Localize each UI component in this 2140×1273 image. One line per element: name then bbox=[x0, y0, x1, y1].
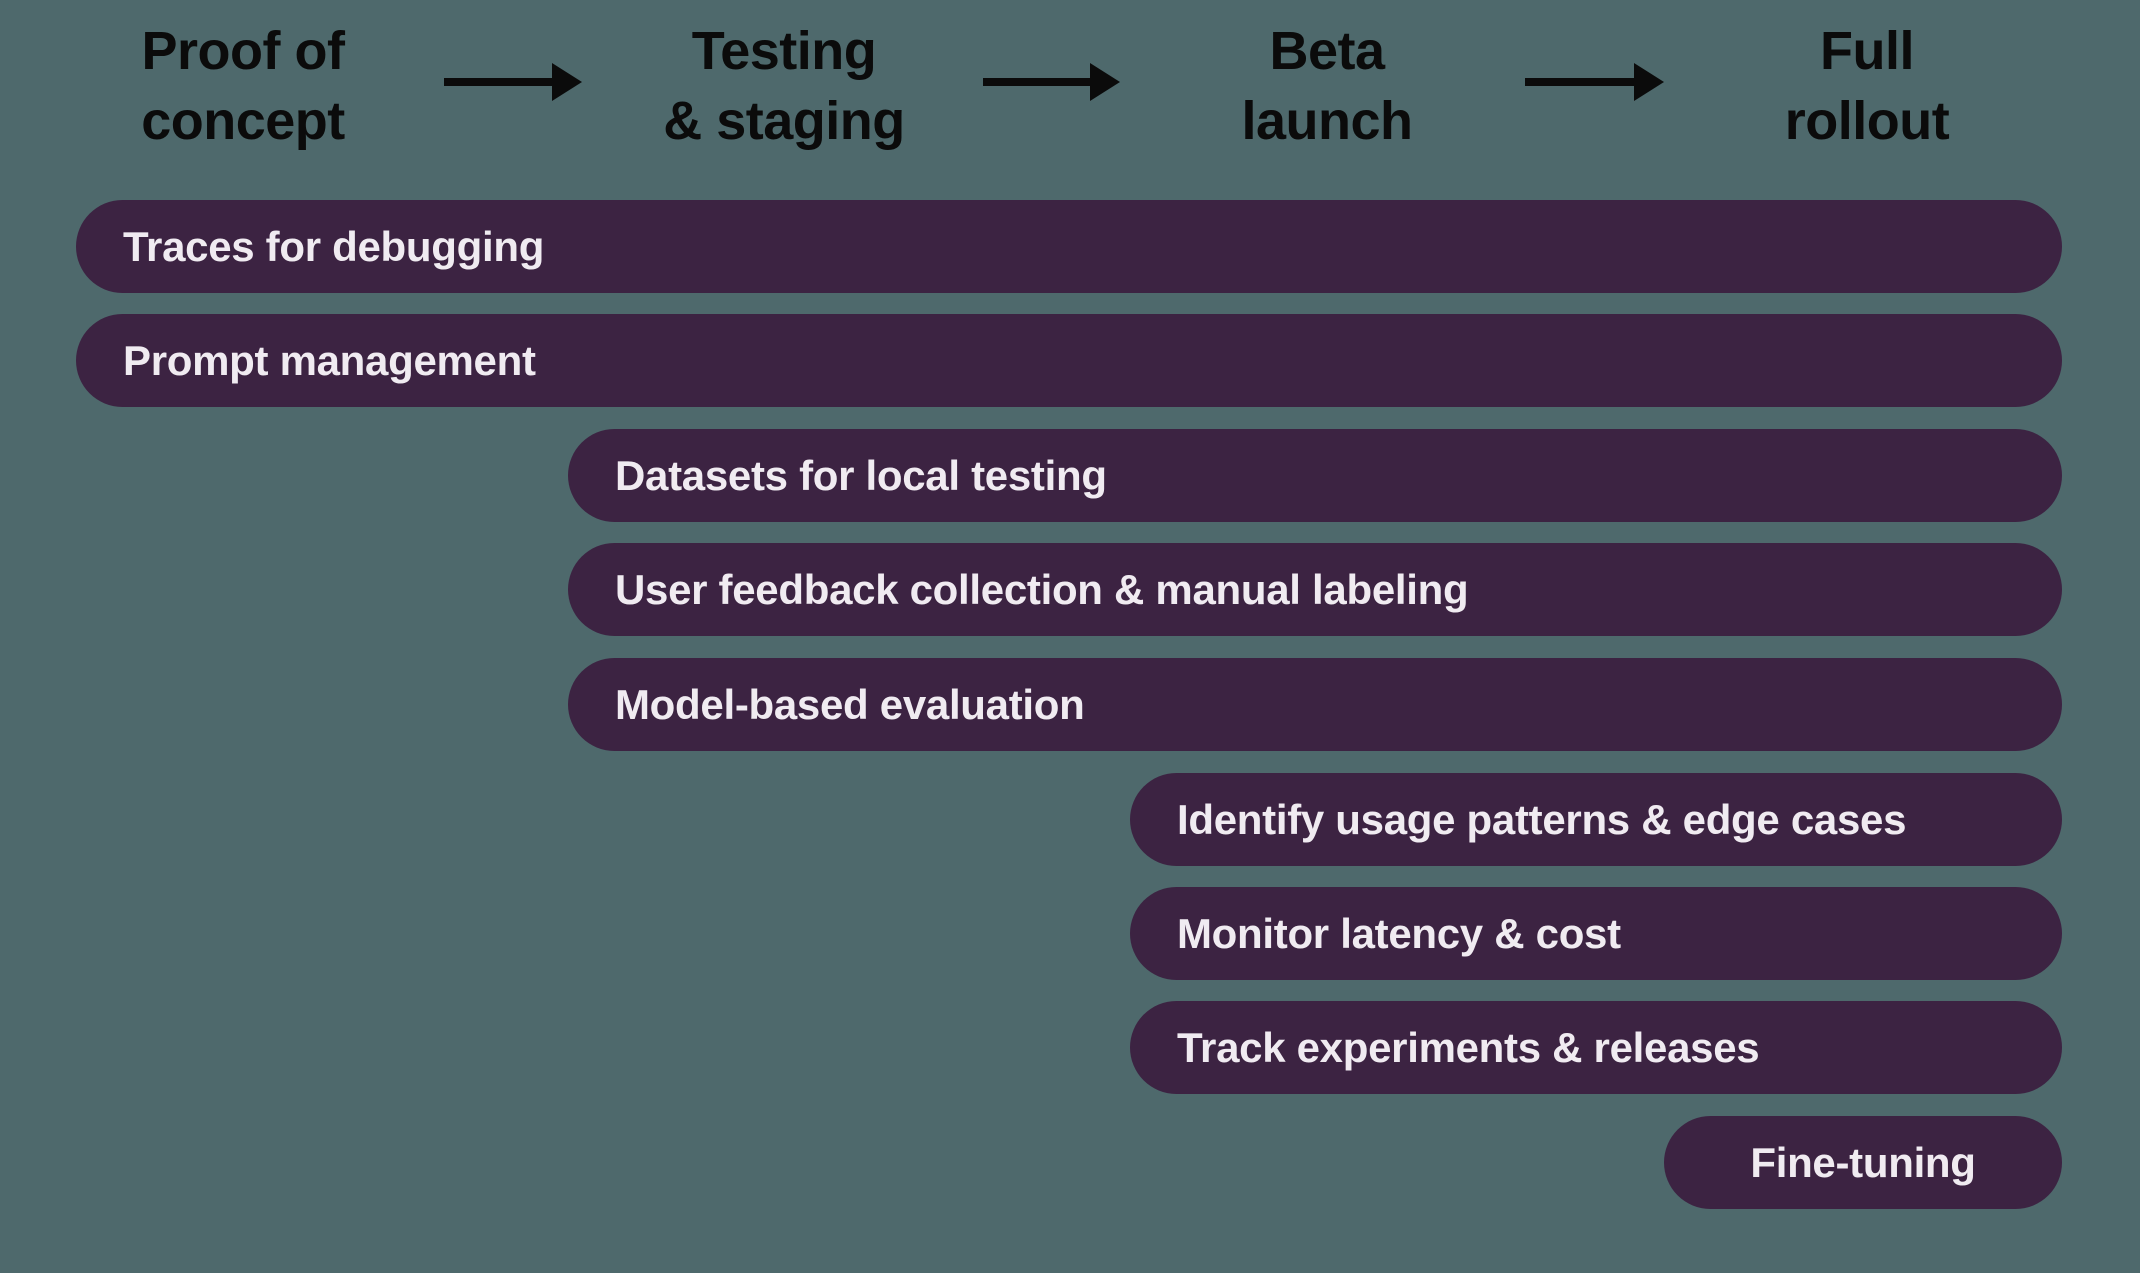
capability-bar-monitor-latency-cost: Monitor latency & cost bbox=[1130, 887, 2062, 980]
arrow-shaft bbox=[983, 78, 1090, 86]
capability-bar-label: Monitor latency & cost bbox=[1177, 909, 1621, 957]
capability-bar-label: Fine-tuning bbox=[1750, 1138, 1976, 1186]
phase-header-full-rollout: Full rollout bbox=[1627, 16, 2107, 156]
capability-bar-traces-for-debugging: Traces for debugging bbox=[76, 200, 2062, 293]
capability-bar-label: Identify usage patterns & edge cases bbox=[1177, 795, 1907, 843]
phase-header-line: concept bbox=[141, 91, 345, 151]
phase-header-testing-staging: Testing & staging bbox=[544, 16, 1024, 156]
capability-bar-label: Track experiments & releases bbox=[1177, 1023, 1760, 1071]
capability-bar-identify-usage-patterns: Identify usage patterns & edge cases bbox=[1130, 773, 2062, 866]
capability-bar-label: User feedback collection & manual labeli… bbox=[615, 565, 1469, 613]
phase-header-line: & staging bbox=[663, 91, 905, 151]
arrow-head bbox=[1090, 63, 1120, 101]
capability-bar-label: Datasets for local testing bbox=[615, 451, 1107, 499]
arrow-shaft bbox=[1525, 78, 1634, 86]
capability-bar-fine-tuning: Fine-tuning bbox=[1664, 1116, 2062, 1209]
capability-bar-datasets-for-local-testing: Datasets for local testing bbox=[568, 429, 2062, 522]
capability-bar-model-based-evaluation: Model-based evaluation bbox=[568, 658, 2062, 751]
capability-bar-prompt-management: Prompt management bbox=[76, 314, 2062, 407]
phase-header-line: Proof of bbox=[141, 21, 345, 81]
capability-bar-label: Traces for debugging bbox=[123, 222, 545, 270]
arrow-right-icon bbox=[983, 63, 1120, 101]
arrow-head bbox=[1634, 63, 1664, 101]
capability-bar-label: Prompt management bbox=[123, 336, 536, 384]
phase-header-proof-of-concept: Proof of concept bbox=[3, 16, 483, 156]
phase-header-line: rollout bbox=[1784, 91, 1950, 151]
phase-header-line: launch bbox=[1241, 91, 1413, 151]
capability-bar-track-experiments-releases: Track experiments & releases bbox=[1130, 1001, 2062, 1094]
phase-header-line: Full bbox=[1820, 21, 1914, 81]
capability-bar-label: Model-based evaluation bbox=[615, 680, 1085, 728]
arrow-head bbox=[552, 63, 582, 101]
arrow-right-icon bbox=[444, 63, 582, 101]
arrow-shaft bbox=[444, 78, 552, 86]
phase-header-beta-launch: Beta launch bbox=[1087, 16, 1567, 156]
arrow-right-icon bbox=[1525, 63, 1664, 101]
phase-header-line: Beta bbox=[1269, 21, 1385, 81]
capability-bar-user-feedback-collection: User feedback collection & manual labeli… bbox=[568, 543, 2062, 636]
phase-header-line: Testing bbox=[691, 21, 877, 81]
